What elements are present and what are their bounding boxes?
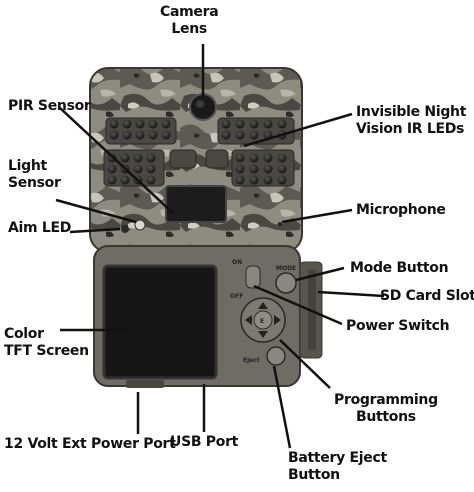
- ir-led: [146, 175, 156, 185]
- label-programming-buttons: Programming Buttons: [334, 392, 438, 425]
- label-color-tft: Color TFT Screen: [4, 326, 89, 359]
- ir-led: [148, 130, 158, 140]
- ir-led: [277, 153, 287, 163]
- ir-led: [277, 175, 287, 185]
- ir-led: [146, 153, 156, 163]
- ir-leds: [107, 119, 287, 185]
- ir-led: [263, 119, 273, 129]
- ir-led: [148, 119, 158, 129]
- ir-led: [109, 130, 119, 140]
- ir-led: [263, 175, 273, 185]
- aim-led: [121, 225, 129, 233]
- ir-led: [249, 153, 259, 163]
- camera-lens: [189, 93, 217, 121]
- ir-led: [161, 130, 171, 140]
- ir-led: [235, 153, 245, 163]
- label-aim-led: Aim LED: [8, 220, 72, 236]
- ir-led: [122, 119, 132, 129]
- label-battery-eject: Battery Eject Button: [288, 450, 387, 483]
- ir-led: [277, 119, 287, 129]
- label-power-switch: Power Switch: [346, 318, 450, 334]
- ir-led: [146, 164, 156, 174]
- ir-led: [235, 119, 245, 129]
- pir-sensor-window: [165, 185, 227, 223]
- on-text: ON: [232, 259, 242, 266]
- ir-led: [107, 164, 117, 174]
- ir-led: [235, 164, 245, 174]
- battery-eject-button: [266, 346, 286, 366]
- ir-led: [263, 153, 273, 163]
- center-button: [253, 310, 273, 330]
- label-ir-leds: Invisible Night Vision IR LEDs: [356, 104, 467, 137]
- ir-led: [249, 119, 259, 129]
- label-camera-lens: Camera Lens: [160, 4, 219, 37]
- off-text: OFF: [230, 293, 243, 300]
- ir-led: [107, 175, 117, 185]
- ir-led: [122, 130, 132, 140]
- label-sd-card-slot: SD Card Slot: [380, 288, 474, 304]
- power-port-cover: [126, 380, 164, 388]
- label-usb-port: USB Port: [170, 434, 239, 450]
- ir-led: [133, 153, 143, 163]
- leader-lines: [55, 44, 385, 449]
- microphone-hole: [278, 222, 282, 226]
- label-pir-sensor: PIR Sensor: [8, 98, 91, 114]
- ir-led: [277, 164, 287, 174]
- ir-led: [263, 164, 273, 174]
- ir-led: [135, 119, 145, 129]
- ir-led: [235, 130, 245, 140]
- ir-led: [135, 130, 145, 140]
- tft-screen: [102, 264, 218, 380]
- ir-led: [235, 175, 245, 185]
- ir-led: [221, 119, 231, 129]
- power-switch: [245, 265, 261, 289]
- ir-led: [161, 119, 171, 129]
- label-mode-button: Mode Button: [350, 260, 449, 276]
- ir-led: [249, 164, 259, 174]
- label-power-port: 12 Volt Ext Power Port: [4, 436, 176, 452]
- center-button-text: E: [260, 318, 264, 325]
- ir-led: [249, 175, 259, 185]
- label-microphone: Microphone: [356, 202, 446, 218]
- ir-led: [109, 119, 119, 129]
- mode-text: MODE: [276, 265, 296, 272]
- ir-led: [249, 130, 259, 140]
- label-light-sensor: Light Sensor: [8, 158, 61, 191]
- light-sensor: [134, 219, 146, 231]
- mode-button: [275, 272, 297, 294]
- ir-led: [120, 153, 130, 163]
- ir-led: [221, 130, 231, 140]
- eject-text: Eject: [243, 357, 260, 364]
- ir-led: [133, 164, 143, 174]
- ir-led: [120, 175, 130, 185]
